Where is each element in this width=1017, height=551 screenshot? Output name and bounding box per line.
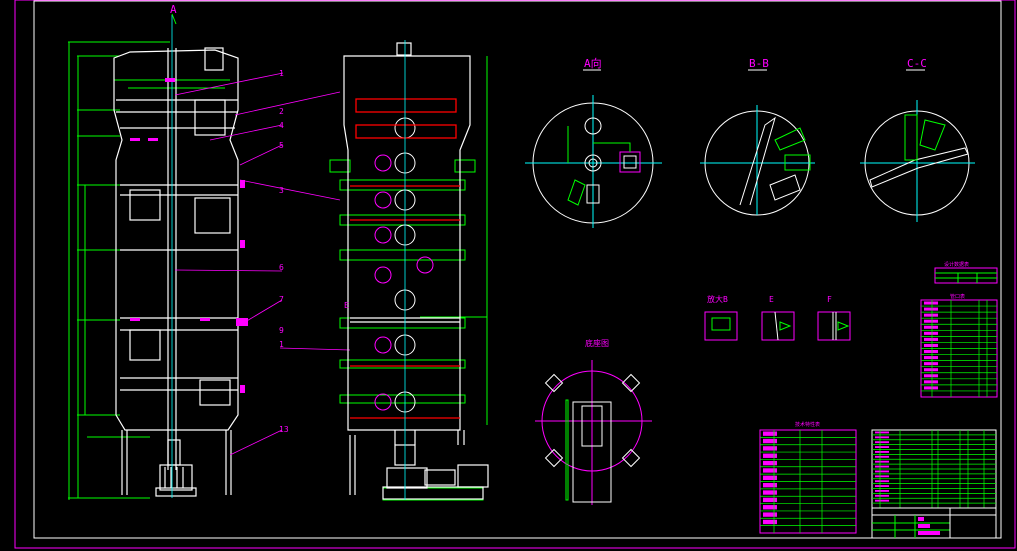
detail-b-title: 放大B xyxy=(707,294,728,304)
detail-f-title: F xyxy=(827,295,832,304)
table-cell-text xyxy=(875,499,889,502)
balloon: 2 xyxy=(279,107,284,116)
drawing-border xyxy=(33,0,1002,539)
table-cell-text xyxy=(924,368,938,372)
table-cell-text xyxy=(875,470,889,473)
table-cell-text xyxy=(763,505,777,510)
table-cell-text xyxy=(924,380,938,384)
balloon: 1 xyxy=(279,340,284,349)
elevation-marker-e: E xyxy=(344,301,349,310)
view-a: A向 xyxy=(525,56,662,228)
table-cell-text xyxy=(763,453,777,458)
balloon: 6 xyxy=(279,263,284,272)
table-cell-text xyxy=(875,490,889,492)
table-cell-text xyxy=(875,441,889,444)
table-cell-text xyxy=(875,475,889,478)
table-cell-text xyxy=(875,431,889,434)
table-cell-text xyxy=(875,485,889,487)
table-cell-text xyxy=(763,483,777,488)
balloon: 13 xyxy=(279,425,289,434)
table-cell-text xyxy=(763,519,777,525)
balloon: 4 xyxy=(279,121,284,130)
balloons: 1 2 4 5 3 6 7 9 1 13 xyxy=(279,69,289,434)
balloon: 7 xyxy=(279,295,284,304)
table-cell-text xyxy=(875,455,889,458)
balloon-leaders xyxy=(174,72,351,456)
table-cell-text xyxy=(875,460,889,463)
title-block xyxy=(871,507,997,539)
table-cell-text xyxy=(924,301,938,305)
tech-spec-title: 技术特性表 xyxy=(795,421,820,428)
table-cell-text xyxy=(763,446,777,451)
table-cell-text xyxy=(763,512,777,517)
table-cell-text xyxy=(924,386,938,390)
nozzle-table-title: 管口表 xyxy=(950,293,965,300)
table-cell-text xyxy=(875,480,889,483)
nozzle-table: 管口表 xyxy=(920,293,998,398)
view-b-b: B-B xyxy=(700,57,815,216)
table-cell-text xyxy=(924,362,938,366)
table-cell-text xyxy=(924,313,938,317)
design-data-title: 设计数据表 xyxy=(944,261,969,268)
table-cell-text xyxy=(924,325,938,329)
base-plan-title: 底座图 xyxy=(585,338,609,348)
table-cell-text xyxy=(875,465,889,468)
table-cell-text xyxy=(763,490,777,495)
table-cell-text xyxy=(763,468,777,473)
table-cell-text xyxy=(924,350,938,354)
external-elevation-view: E xyxy=(329,40,489,501)
base-plan-view: 底座图 xyxy=(535,338,652,505)
table-cell-text xyxy=(875,436,889,439)
elevation-dimensions xyxy=(68,41,230,500)
detail-e-title: E xyxy=(769,295,774,304)
outer-frame xyxy=(14,0,1016,549)
balloon: 1 xyxy=(279,69,284,78)
table-cell-text xyxy=(924,331,938,335)
table-cell-text xyxy=(763,460,777,466)
table-cell-text xyxy=(763,431,777,436)
parts-list-table xyxy=(871,429,997,509)
section-marker-a: A xyxy=(170,3,177,16)
design-data-table: 设计数据表 xyxy=(934,261,998,284)
table-cell-text xyxy=(763,475,777,480)
view-b-b-title: B-B xyxy=(749,57,769,70)
table-cell-text xyxy=(924,374,938,378)
balloon: 9 xyxy=(279,326,284,335)
balloon: 3 xyxy=(279,186,284,195)
table-cell-text xyxy=(924,319,938,323)
table-cell-text xyxy=(763,438,777,444)
table-cell-text xyxy=(875,446,889,448)
section-elevation-view: A xyxy=(68,3,248,500)
table-cell-text xyxy=(763,497,777,503)
balloon: 5 xyxy=(279,141,284,150)
table-cell-text xyxy=(924,356,938,360)
tech-spec-table: 技术特性表 xyxy=(759,421,857,534)
view-c-c: C-C xyxy=(860,57,975,222)
view-c-c-title: C-C xyxy=(907,57,927,70)
table-cell-text xyxy=(924,343,938,347)
table-cell-text xyxy=(875,451,889,453)
view-a-title: A向 xyxy=(584,56,602,70)
table-cell-text xyxy=(924,307,938,311)
table-cell-text xyxy=(924,337,938,341)
detail-views: 放大B E F xyxy=(704,294,851,341)
table-cell-text xyxy=(875,494,889,497)
